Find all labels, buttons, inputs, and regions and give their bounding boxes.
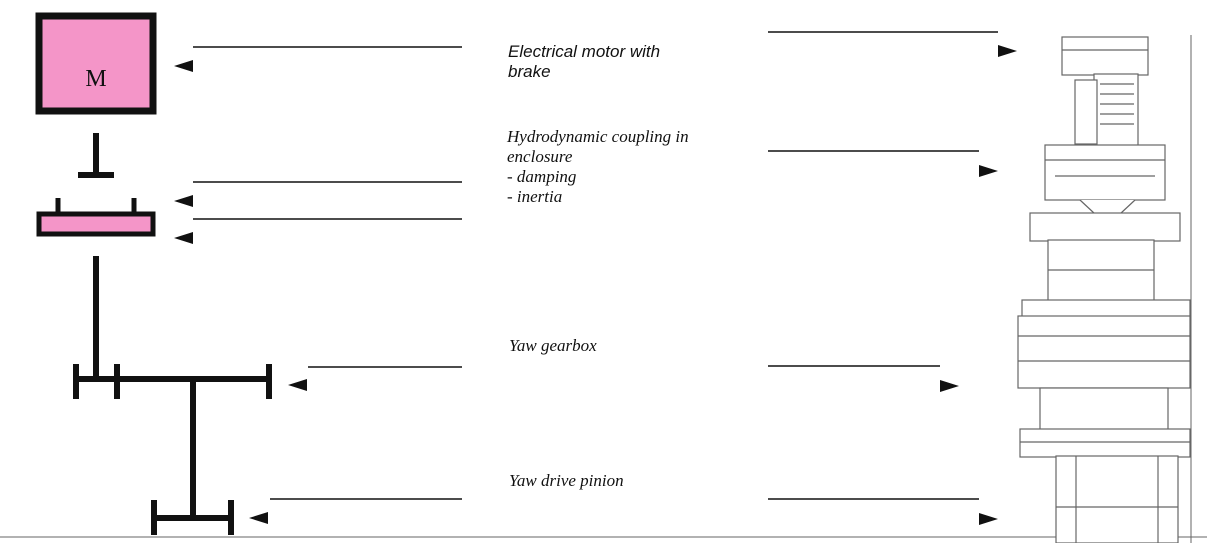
gearbox-left-arrowhead bbox=[288, 379, 307, 391]
motor-box bbox=[35, 12, 157, 115]
motor-cap bbox=[1061, 36, 1149, 76]
coupling-right-arrowhead bbox=[979, 165, 998, 177]
motor-symbol: M bbox=[85, 66, 106, 92]
left-leader-lines bbox=[193, 46, 462, 500]
pinion-label-line-1: Yaw drive pinion bbox=[509, 471, 624, 490]
motor-left-arrowhead bbox=[174, 60, 193, 72]
right-leader-lines bbox=[768, 31, 998, 500]
coupling-label-line-3: - damping bbox=[507, 167, 577, 186]
pinion-right-arrowhead bbox=[979, 513, 998, 525]
gearbox-upper-flange bbox=[1029, 212, 1181, 242]
right-arrowheads bbox=[940, 45, 1017, 525]
coupling-label: Hydrodynamic coupling in enclosure - dam… bbox=[507, 127, 689, 207]
motor-housing bbox=[1093, 73, 1139, 149]
gearbox-label: Yaw gearbox bbox=[509, 336, 597, 356]
gearbox-label-line-1: Yaw gearbox bbox=[509, 336, 597, 355]
gearbox-right-arrowhead bbox=[940, 380, 959, 392]
schematic-drive-chain: M bbox=[35, 12, 272, 535]
machine-drawing bbox=[1017, 36, 1191, 543]
pinion-left-arrowhead bbox=[249, 512, 268, 524]
coupling-label-line-1: Hydrodynamic coupling in bbox=[507, 127, 689, 146]
gearbox-lower-flange bbox=[1019, 428, 1191, 458]
coupling-enclosure bbox=[1044, 144, 1166, 201]
motor-terminal-box bbox=[1074, 79, 1098, 145]
gearbox-main-body bbox=[1017, 315, 1191, 389]
coupling-label-line-2: enclosure bbox=[507, 147, 573, 166]
motor-label-line-2: brake bbox=[508, 62, 551, 81]
coupling-left-arrowhead-1 bbox=[174, 195, 193, 207]
gearbox-lower-body bbox=[1039, 387, 1169, 431]
coupling-taper bbox=[1079, 199, 1136, 215]
motor-label: Electrical motor with brake bbox=[508, 42, 660, 82]
coupling-label-line-4: - inertia bbox=[507, 187, 563, 206]
coupling-left-arrowhead-2 bbox=[174, 232, 193, 244]
gearbox-upper-body bbox=[1047, 239, 1155, 305]
motor-label-line-1: Electrical motor with bbox=[508, 42, 661, 61]
coupling-body bbox=[36, 211, 156, 237]
left-arrowheads bbox=[174, 60, 307, 524]
pinion-label: Yaw drive pinion bbox=[509, 471, 624, 491]
pinion-column bbox=[1055, 455, 1179, 543]
motor-right-arrowhead bbox=[998, 45, 1017, 57]
